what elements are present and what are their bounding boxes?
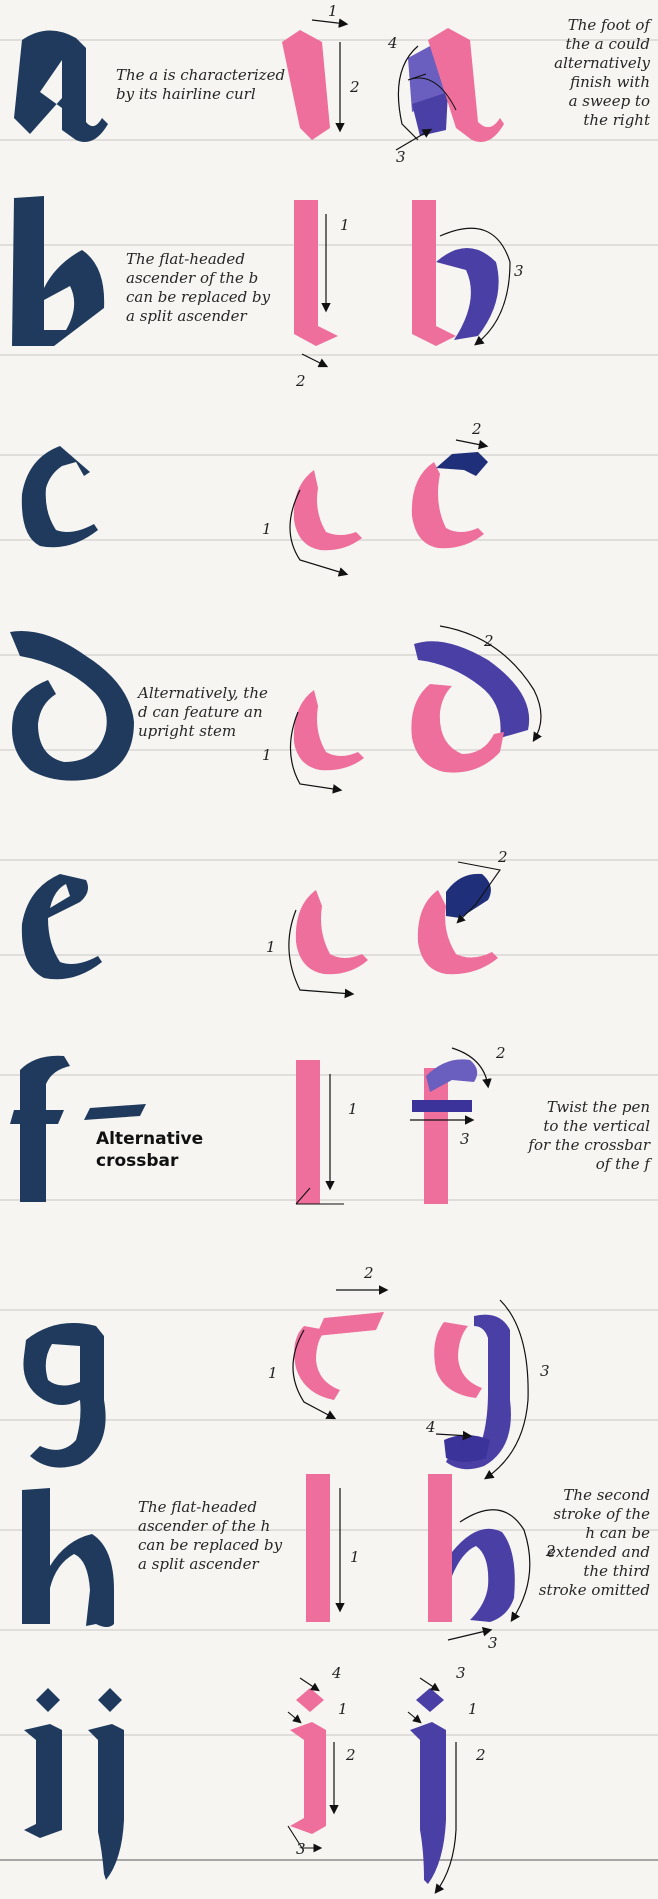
stroke-num-d-2: 2 — [484, 632, 494, 650]
letter-d-stroke-1 — [294, 690, 364, 770]
letter-g-stroke-1 — [294, 1326, 340, 1400]
letter-a-model — [14, 30, 108, 142]
letter-h-model — [22, 1488, 114, 1627]
letter-c-stroke-2 — [436, 452, 488, 476]
stroke-num-c-2: 2 — [472, 420, 482, 438]
stroke-num-f-2: 2 — [496, 1044, 506, 1062]
letter-j-model — [88, 1724, 124, 1880]
alternative-crossbar-mark — [84, 1104, 146, 1120]
stroke-num-e-2: 2 — [498, 848, 508, 866]
letter-c-model — [22, 446, 98, 547]
note-b: The flat-headed ascender of the b can be… — [126, 250, 296, 326]
stroke-num-j-2: 2 — [476, 1746, 486, 1764]
letter-b-stroke-1 — [294, 200, 338, 346]
stroke-num-g-2: 2 — [364, 1264, 374, 1282]
stroke-num-e-1: 1 — [266, 938, 276, 956]
stroke-num-h-3: 3 — [488, 1634, 498, 1652]
letter-g-stroke-4 — [444, 1435, 490, 1462]
note-h: The flat-headed ascender of the h can be… — [138, 1498, 298, 1574]
letter-i-model — [24, 1724, 62, 1838]
stroke-num-f-1: 1 — [348, 1100, 358, 1118]
letter-i-stroke-4 — [296, 1688, 324, 1712]
stroke-num-c-1: 1 — [262, 520, 272, 538]
letter-f-stroke-1 — [296, 1060, 320, 1204]
letter-d-stroke-1b — [411, 684, 504, 773]
note-a: The a is characterized by its hairline c… — [116, 66, 306, 104]
stroke-num-b-3: 3 — [514, 262, 524, 280]
note-d: Alternatively, the d can feature an upri… — [138, 684, 288, 741]
stroke-num-a-1: 1 — [328, 2, 338, 20]
stroke-num-j-3: 3 — [456, 1664, 466, 1682]
letter-j-stroke-3 — [416, 1688, 444, 1712]
stroke-num-f-3: 3 — [460, 1130, 470, 1148]
stroke-num-i-4: 4 — [332, 1664, 342, 1682]
stroke-num-i-3: 3 — [296, 1840, 306, 1858]
letter-g-stroke-2 — [316, 1312, 384, 1336]
letter-h-stroke-1 — [306, 1474, 330, 1622]
stroke-num-j-1: 1 — [468, 1700, 478, 1718]
letter-c-stroke-1 — [294, 470, 362, 550]
letter-f-stroke-2 — [426, 1059, 477, 1092]
letter-i-model-dot — [36, 1688, 60, 1712]
side-note-f: Twist the pen to the vertical for the cr… — [518, 1098, 650, 1174]
stroke-num-i-1: 1 — [338, 1700, 348, 1718]
letter-b-stroke-3 — [436, 248, 499, 340]
stroke-num-g-1: 1 — [268, 1364, 278, 1382]
stroke-num-g-3: 3 — [540, 1362, 550, 1380]
letter-f-model — [10, 1056, 70, 1202]
row-c-art — [22, 440, 488, 574]
row-e-art — [22, 862, 500, 994]
side-note-a: The foot of the a could alternatively fi… — [522, 16, 650, 130]
stroke-num-a-4: 4 — [388, 34, 398, 52]
stroke-num-b-1: 1 — [340, 216, 350, 234]
letter-b-stroke-1b — [412, 200, 456, 346]
stroke-num-a-3: 3 — [396, 148, 406, 166]
letter-i-stroke-1 — [290, 1722, 326, 1834]
stroke-num-b-2: 2 — [296, 372, 306, 390]
stroke-num-a-2: 2 — [350, 78, 360, 96]
stroke-num-h-2: 2 — [546, 1542, 556, 1560]
stroke-num-d-1: 1 — [262, 746, 272, 764]
letter-g-model — [23, 1323, 105, 1468]
row-f-art — [10, 1048, 488, 1204]
letter-b-model — [12, 196, 104, 346]
note-f-crossbar: Alternative crossbar — [96, 1128, 246, 1172]
letter-e-model — [22, 874, 102, 979]
stroke-num-g-4: 4 — [426, 1418, 436, 1436]
letter-e-stroke-1 — [296, 890, 368, 974]
letter-c-stroke-1b — [412, 462, 484, 548]
letter-d-model — [10, 631, 134, 781]
row-g-art — [23, 1290, 528, 1478]
stroke-num-h-1: 1 — [350, 1548, 360, 1566]
letter-f-stroke-3 — [412, 1100, 472, 1112]
letter-g-stroke-1b — [434, 1322, 482, 1398]
letter-h-stroke-2 — [452, 1529, 515, 1622]
letter-j-model-dot — [98, 1688, 122, 1712]
stroke-num-i-2: 2 — [346, 1746, 356, 1764]
letter-h-stroke-1b — [428, 1474, 452, 1622]
